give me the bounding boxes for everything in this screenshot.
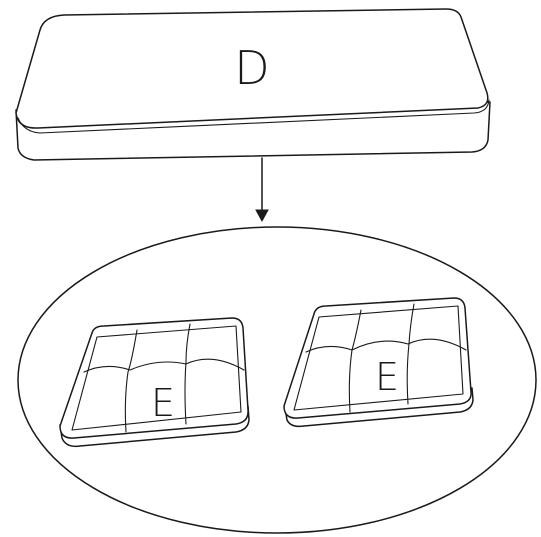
enclosure-ellipse bbox=[17, 226, 537, 534]
box-d: D bbox=[15, 8, 491, 161]
arrow-down-icon bbox=[255, 157, 269, 223]
cushion-e-left-label: E bbox=[151, 381, 175, 425]
box-d-label: D bbox=[234, 41, 269, 95]
cushion-e-right: E bbox=[283, 297, 474, 428]
cushion-e-right-label: E bbox=[375, 355, 399, 399]
cushion-e-left: E bbox=[59, 317, 250, 448]
